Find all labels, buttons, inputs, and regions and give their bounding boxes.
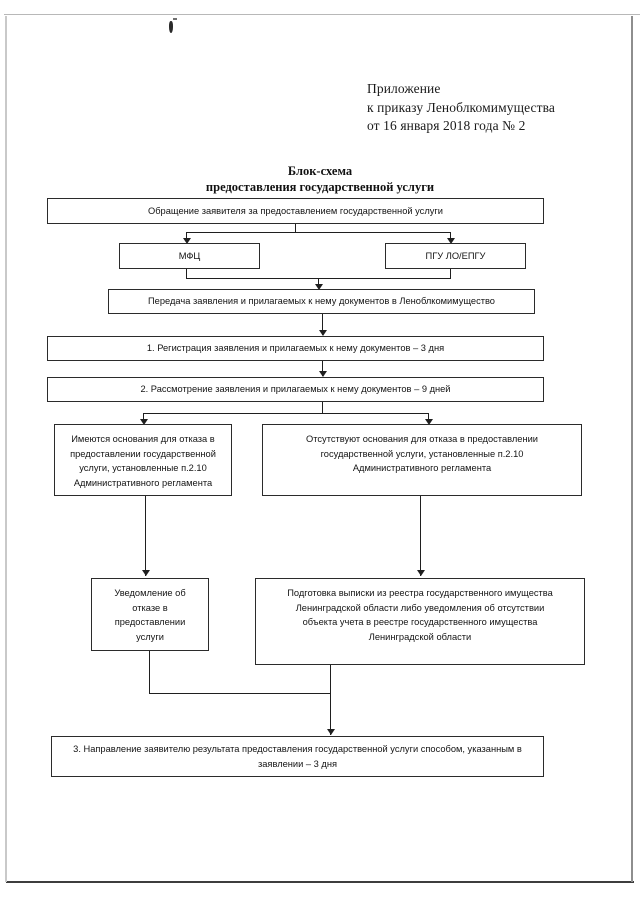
page-title: Блок-схема предоставления государственно… [0,163,640,195]
node-refusal-grounds-label: Имеются основания для отказа в предостав… [63,432,223,490]
arrowhead-to-mfc [183,238,191,244]
node-step-1-label: 1. Регистрация заявления и прилагаемых к… [146,343,445,354]
document-header: Приложение к приказу Леноблкомимущества … [367,80,627,136]
node-refusal-grounds: Имеются основания для отказа в предостав… [54,424,232,496]
extract-preparation-line-2: Ленинградской области либо уведомления о… [295,602,545,613]
connector-step1-down [322,361,323,376]
header-line-appendix: Приложение [367,81,441,96]
refusal-notice-line-2: отказе в [132,602,168,613]
arrowhead-to-refusal-notice [142,570,150,576]
arrowhead-to-no-refusal-grounds [425,419,433,425]
connector-to-refusal-grounds [143,413,144,422]
scan-artifact-speck [173,18,177,20]
page-edge-left [5,16,7,882]
no-refusal-grounds-line-3: Административного регламента [352,463,492,473]
arrowhead-to-extract-preparation [417,570,425,576]
extract-preparation-line-3: объекта учета в реестре государственного… [302,617,538,627]
connector-no-refusal-grounds-down [420,496,421,576]
connector-extract-preparation-down [330,665,331,693]
connector-to-mfc [186,232,187,240]
page-edge-top [4,14,640,15]
title-line-2: предоставления государственной услуги [205,180,435,194]
header-line-date-number: от 16 января 2018 года № 2 [367,118,526,133]
step-3-line-1: 3. Направление заявителю результата пред… [73,744,522,754]
connector-final-merge-bus [149,693,331,694]
extract-preparation-line-4: Ленинградской области [368,631,472,642]
scan-artifact-speck [169,21,173,33]
node-pgu: ПГУ ЛО/ЕПГУ [385,243,526,269]
arrowhead-to-refusal-grounds [140,419,148,425]
connector-split-bus-top [186,232,450,233]
step-3-line-2: заявлении – 3 дня [258,758,337,769]
node-extract-preparation: Подготовка выписки из реестра государств… [255,578,585,665]
node-transfer-label: Передача заявления и прилагаемых к нему … [148,296,495,307]
node-extract-preparation-label: Подготовка выписки из реестра государств… [264,586,576,644]
connector-transfer-down [322,314,323,335]
refusal-notice-line-1: Уведомление об [114,588,186,598]
connector-branch-bus [143,413,428,414]
arrowhead-to-step1 [319,330,327,336]
extract-preparation-line-1: Подготовка выписки из реестра государств… [287,588,553,598]
connector-refusal-notice-down [149,651,150,693]
refusal-grounds-line-4: Административного регламента [73,477,213,488]
node-refusal-notice: Уведомление об отказе в предоставлении у… [91,578,209,651]
arrowhead-to-transfer [315,284,323,290]
connector-pgu-down [450,269,451,278]
connector-mfc-down [186,269,187,278]
node-step-1: 1. Регистрация заявления и прилагаемых к… [47,336,544,361]
node-step-2: 2. Рассмотрение заявления и прилагаемых … [47,377,544,402]
connector-to-pgu [450,232,451,240]
node-mfc-label: МФЦ [178,250,201,261]
connector-refusal-grounds-down [145,496,146,576]
connector-step2-down [322,402,323,413]
node-application: Обращение заявителя за предоставлением г… [47,198,544,224]
node-application-label: Обращение заявителя за предоставлением г… [148,205,443,216]
no-refusal-grounds-line-2: государственной услуги, установленные п.… [320,448,524,459]
connector-to-no-refusal-grounds [428,413,429,422]
refusal-notice-line-3: предоставлении [114,617,186,627]
node-step-3-label: 3. Направление заявителю результата пред… [60,742,535,771]
refusal-notice-line-4: услуги [136,631,164,642]
arrowhead-to-step3 [327,729,335,735]
node-step-3: 3. Направление заявителю результата пред… [51,736,544,777]
no-refusal-grounds-line-1: Отсутствуют основания для отказа в предо… [306,434,538,444]
node-pgu-label: ПГУ ЛО/ЕПГУ [425,250,486,261]
title-line-1: Блок-схема [287,164,353,178]
header-line-order: к приказу Леноблкомимущества [367,99,555,115]
page-edge-bottom [6,881,634,883]
connector-merge-down [318,278,319,286]
arrowhead-to-pgu [447,238,455,244]
node-transfer: Передача заявления и прилагаемых к нему … [108,289,535,314]
node-no-refusal-grounds: Отсутствуют основания для отказа в предо… [262,424,582,496]
connector-application-down [295,224,296,232]
node-no-refusal-grounds-label: Отсутствуют основания для отказа в предо… [271,432,573,476]
connector-final-merge-down [330,693,331,735]
refusal-grounds-line-3: услуги, установленные п.2.10 [79,463,207,473]
refusal-grounds-line-2: предоставлении государственной [70,448,216,459]
page-edge-right [631,16,633,882]
refusal-grounds-line-1: Имеются основания для отказа в [71,434,215,444]
node-mfc: МФЦ [119,243,260,269]
node-refusal-notice-label: Уведомление об отказе в предоставлении у… [100,586,200,644]
node-step-2-label: 2. Рассмотрение заявления и прилагаемых … [140,384,451,395]
arrowhead-to-step2 [319,371,327,377]
